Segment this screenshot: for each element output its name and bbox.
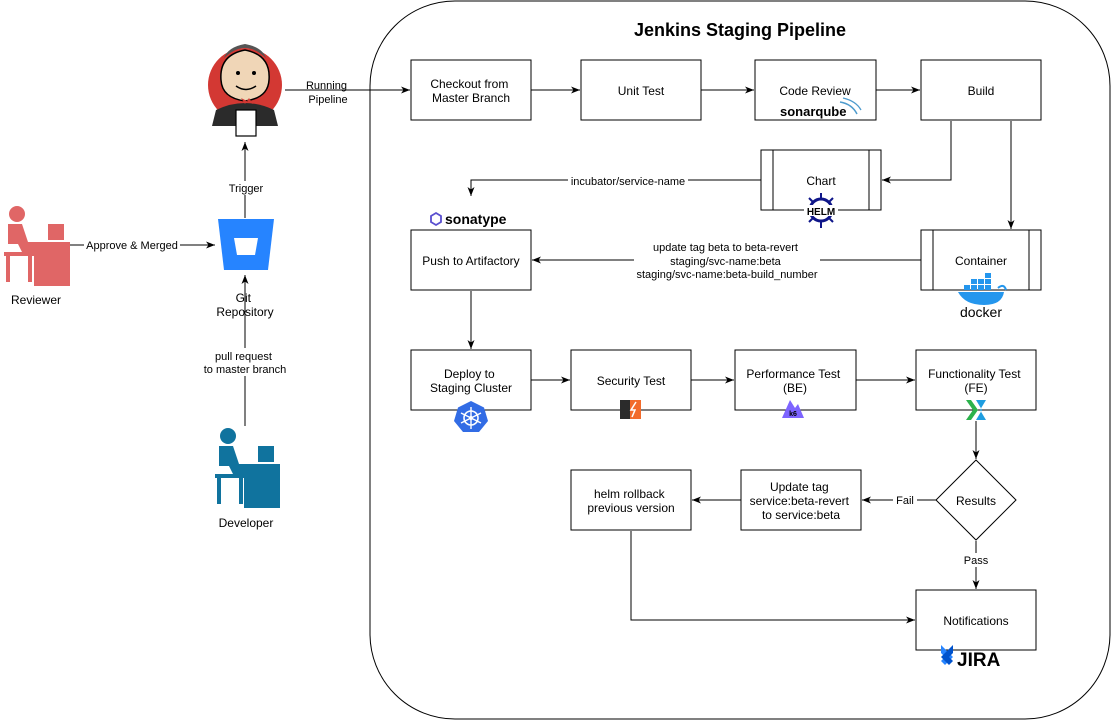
svg-text:Unit Test: Unit Test: [618, 84, 665, 98]
node-performance-test: Performance Test (BE) k6: [734, 349, 857, 418]
svg-text:Push to Artifactory: Push to Artifactory: [422, 254, 519, 268]
svg-text:sonarqube: sonarqube: [780, 104, 846, 119]
edge-build-chart: [882, 121, 952, 184]
svg-text:Functionality Test (FE): Functionality Test (FE): [928, 367, 1024, 395]
node-deploy: Deploy to Staging Cluster: [410, 349, 532, 432]
svg-text:k6: k6: [789, 411, 797, 418]
svg-text:Update tag service:beta-: Update tag service:beta-revert to servic…: [750, 480, 853, 522]
pipeline-container: [369, 0, 1111, 720]
label-trigger: Trigger: [229, 183, 264, 195]
node-container: Container docker: [920, 229, 1042, 320]
node-code-review: Code Review sonarqube: [754, 59, 877, 121]
node-results: Results: [935, 459, 1017, 541]
label-running-pipeline: Running Pipeline: [306, 80, 350, 106]
developer-label: Developer: [219, 516, 274, 530]
svg-text:Container: Container: [955, 254, 1007, 268]
svg-text:Performance Test (BE): Performance Test (BE): [746, 367, 843, 395]
svg-text:docker: docker: [960, 304, 1002, 320]
svg-text:Chart: Chart: [806, 174, 836, 188]
node-unit-test: Unit Test: [580, 59, 702, 121]
docker-logo: docker: [958, 273, 1007, 320]
svg-text:Notifications: Notifications: [943, 614, 1008, 628]
katalon-icon: [966, 400, 986, 420]
pipeline-title: Jenkins Staging Pipeline: [634, 20, 846, 40]
node-push-artifactory: Push to Artifactory: [410, 229, 532, 291]
node-security-test: Security Test: [570, 349, 692, 419]
reviewer-icon: [4, 206, 70, 286]
node-functionality-test: Functionality Test (FE): [915, 349, 1037, 420]
security-scanner-icon: [620, 400, 641, 419]
sonatype-logo: sonatype: [430, 211, 507, 227]
label-approve-merged: Approve & Merged: [86, 240, 178, 252]
svg-text:helm rollback previous v: helm rollback previous version: [587, 487, 674, 515]
label-fail: Fail: [896, 495, 914, 507]
reviewer-label: Reviewer: [11, 293, 61, 307]
label-incubator: incubator/service-name: [571, 176, 685, 188]
edge-rollback-notifications: [630, 531, 915, 624]
node-chart: Chart HELM: [760, 149, 882, 228]
svg-text:sonatype: sonatype: [445, 211, 507, 227]
svg-text:Security Test: Security Test: [597, 374, 666, 388]
node-update-tag: Update tag service:beta-revert to servic…: [740, 469, 862, 531]
svg-text:Code Review: Code Review: [779, 84, 851, 98]
sonarqube-logo: sonarqube: [780, 97, 862, 119]
node-notifications: Notifications JIRA: [915, 589, 1037, 671]
svg-text:JIRA: JIRA: [957, 650, 1001, 671]
label-update-tag: update tag beta to beta-revert staging/s…: [637, 242, 818, 281]
developer-icon: [215, 428, 280, 508]
node-checkout: Checkout from Master Branch: [410, 59, 532, 121]
svg-text:Checkout from Master Bra: Checkout from Master Branch: [430, 77, 511, 105]
svg-text:Build: Build: [968, 84, 995, 98]
k6-icon: k6: [782, 400, 804, 418]
svg-text:Results: Results: [956, 494, 996, 508]
node-helm-rollback: helm rollback previous version: [570, 469, 692, 531]
jira-logo: JIRA: [941, 645, 1001, 671]
git-repository-icon: [218, 219, 274, 270]
svg-text:Deploy to Staging Cluste: Deploy to Staging Cluster: [430, 367, 512, 395]
kubernetes-icon: [454, 401, 488, 432]
git-repository-label: Git Repository: [216, 291, 273, 319]
helm-icon: HELM: [804, 193, 838, 228]
node-build: Build: [920, 59, 1042, 121]
svg-text:HELM: HELM: [807, 207, 835, 218]
label-pull-request: pull request to master branch: [204, 351, 287, 376]
label-pass: Pass: [964, 555, 989, 567]
jenkins-logo: [208, 44, 282, 137]
